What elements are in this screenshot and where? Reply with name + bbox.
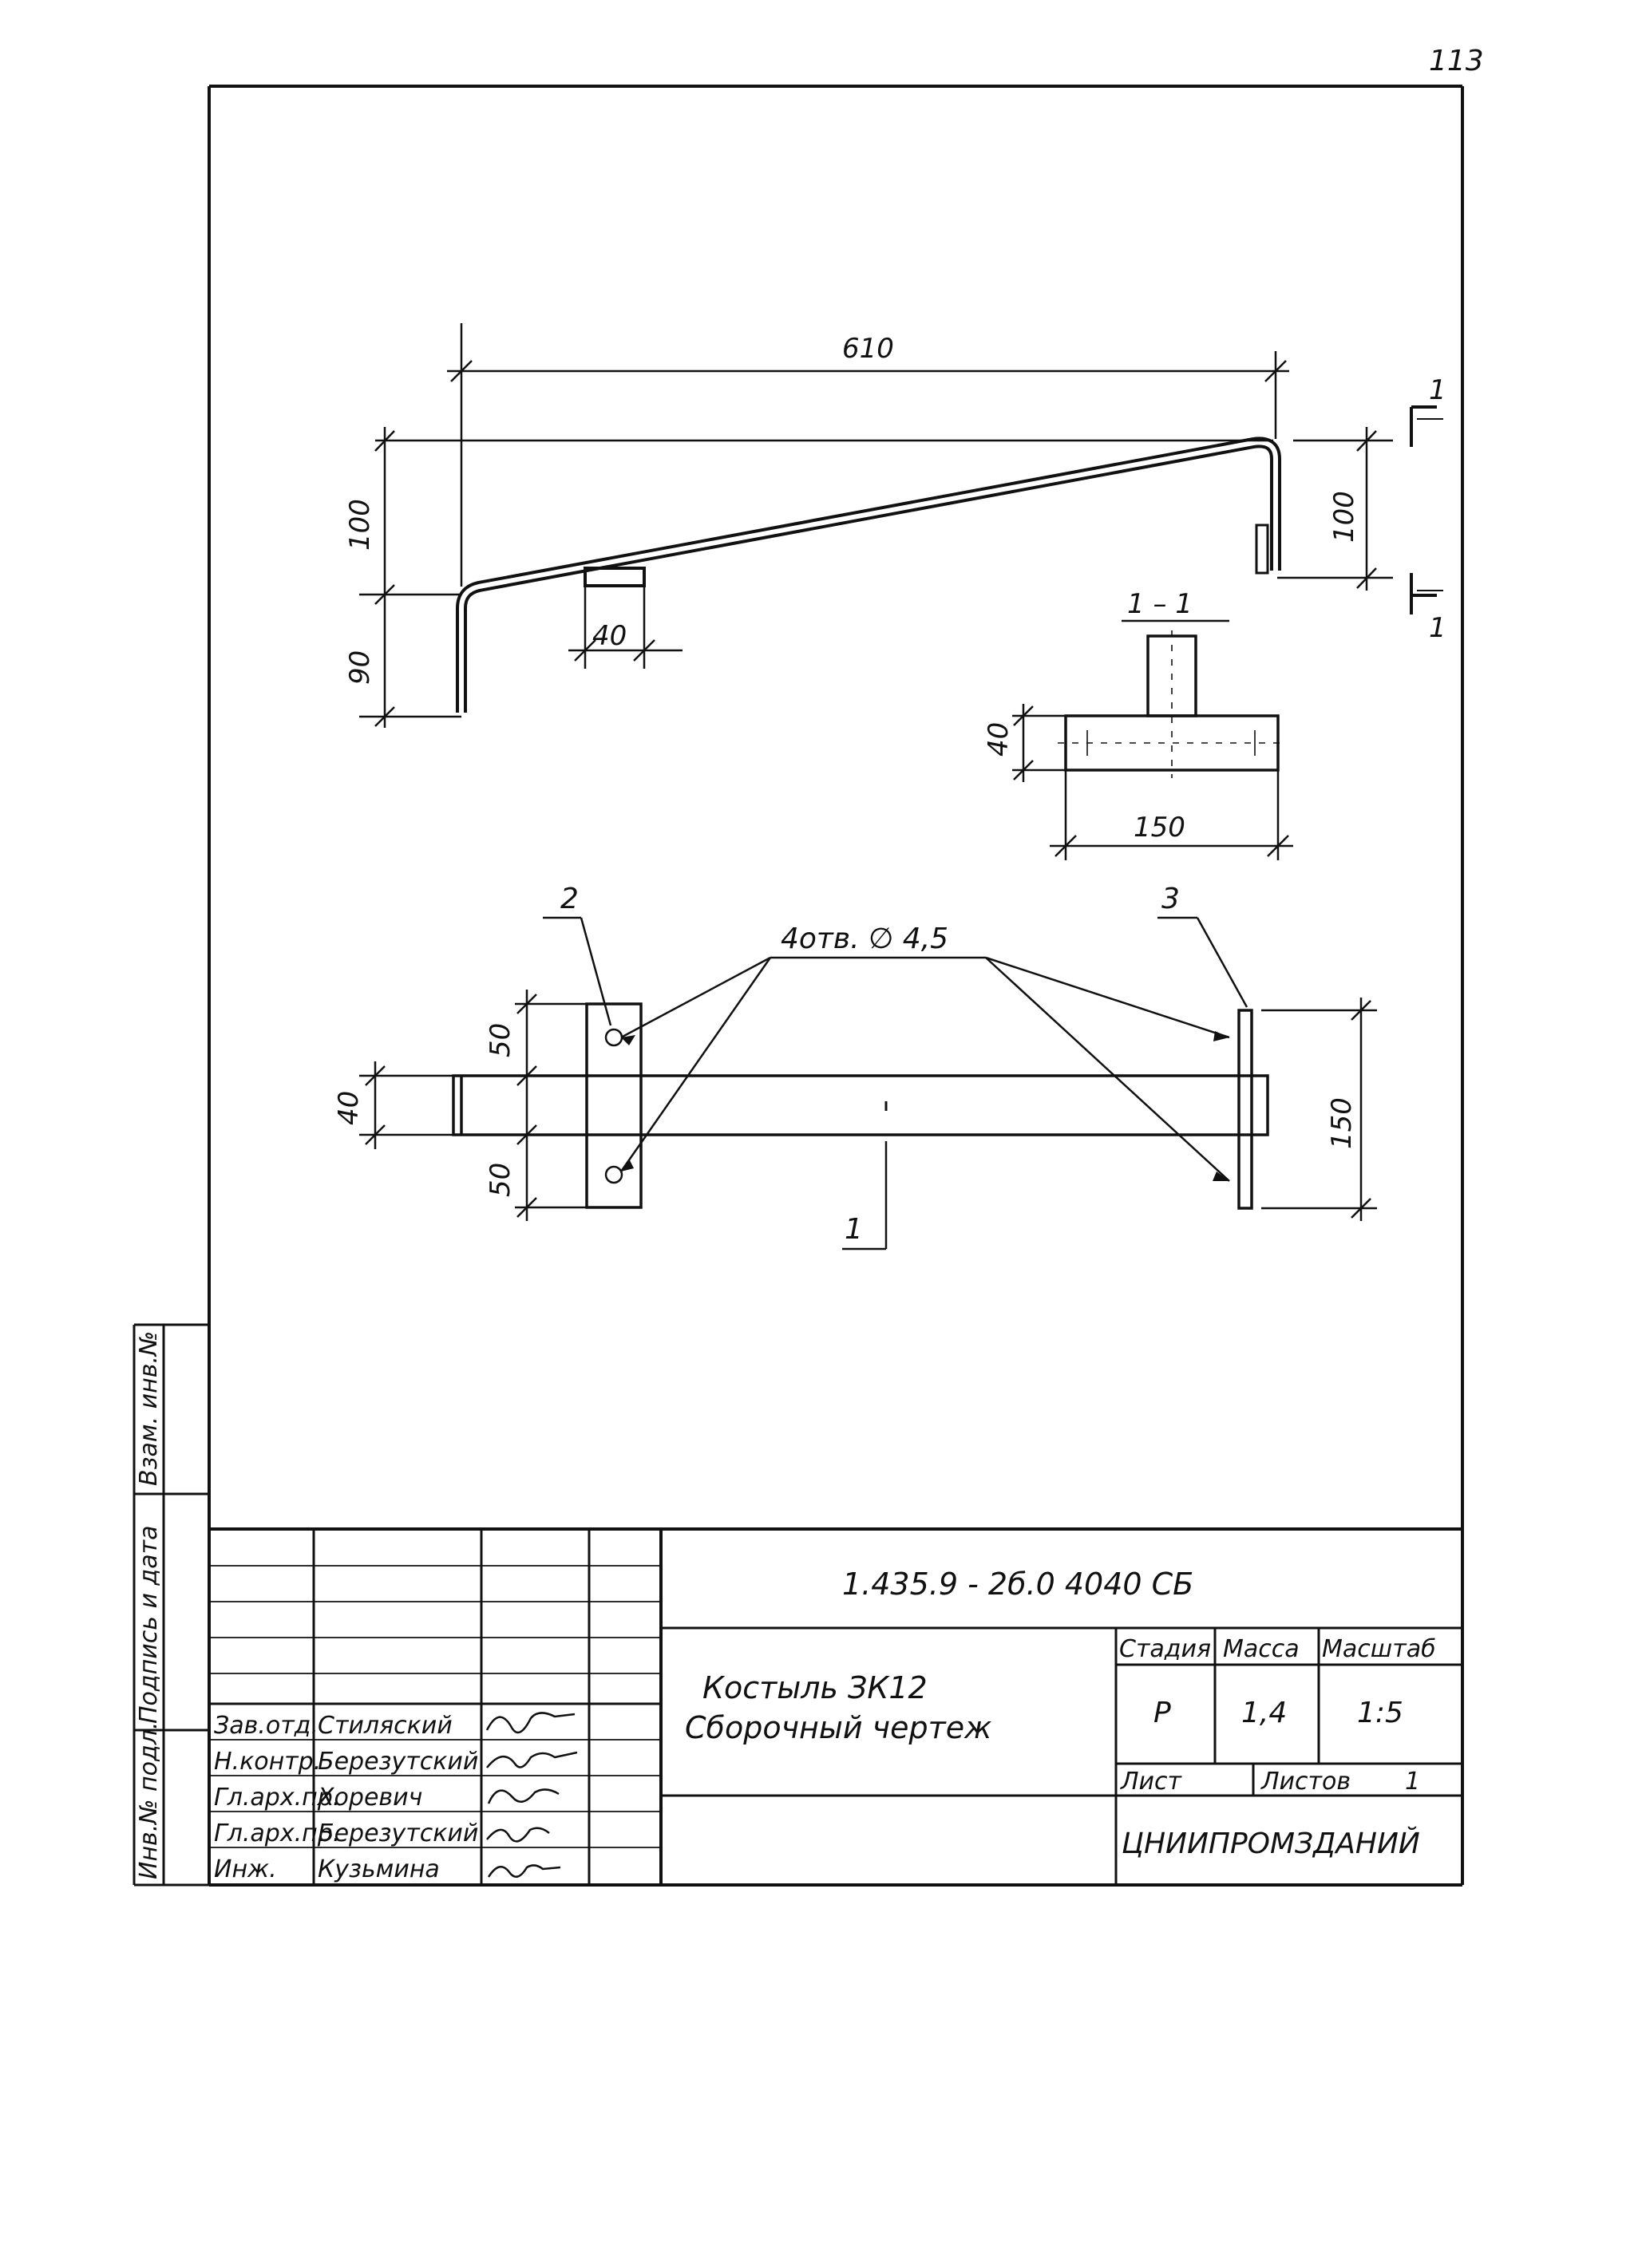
dimension-left-stack — [359, 427, 1273, 728]
plan-dim-top-label: 50 — [485, 1023, 516, 1057]
dim-length-label: 610 — [842, 333, 894, 365]
dimension-610 — [447, 323, 1289, 587]
scale-header: Масштаб — [1322, 1635, 1436, 1663]
side-field-signature-date: Подпись и дата — [135, 1526, 163, 1725]
callout-2: 2 — [560, 883, 579, 915]
section-width-label: 150 — [1134, 812, 1185, 844]
section-mark-bottom-label: 1 — [1429, 612, 1446, 644]
title-line-2: Сборочный чертеж — [685, 1710, 991, 1745]
sheet-label: Лист — [1120, 1768, 1183, 1796]
stage-value: Р — [1153, 1697, 1171, 1729]
plan-view: 2 3 4отв. ∅ 4,5 1 — [333, 883, 1377, 1251]
sheets-label: Листов — [1260, 1768, 1351, 1796]
organization: ЦНИИПРОМЗДАНИЙ — [1122, 1827, 1420, 1860]
dim-rise-left-label: 100 — [344, 499, 376, 551]
person-name: Березутский — [318, 1748, 478, 1776]
sheets-value: 1 — [1405, 1768, 1420, 1796]
holes-note: 4отв. ∅ 4,5 — [781, 923, 948, 955]
stage-header: Стадия — [1119, 1635, 1211, 1663]
section-1-1: 1 – 1 40 150 — [983, 588, 1293, 860]
person-name: Кузьмина — [318, 1855, 440, 1883]
end-plate-plan — [1237, 1009, 1253, 1210]
cross-plate-plan — [585, 1002, 643, 1209]
plan-dim-bottom-label: 50 — [485, 1163, 516, 1197]
scale-value: 1:5 — [1357, 1697, 1403, 1729]
title-line-1: Костыль ЗК12 — [702, 1670, 928, 1705]
person-role: Гл.арх.пр. — [214, 1820, 340, 1847]
person-name: Стиляский — [318, 1712, 453, 1740]
person-name: Хоревич — [316, 1784, 422, 1812]
side-field-inv-podl: Инв.№ подл. — [135, 1722, 163, 1879]
dimension-plate-40 — [568, 586, 683, 669]
section-marker-bottom — [1410, 573, 1443, 614]
person-role: Инж. — [214, 1855, 277, 1883]
title-block-grid — [209, 1527, 1462, 1885]
side-field-vzam-inv: Взам. инв.№ — [135, 1331, 163, 1486]
document-code: 1.435.9 - 2б.0 4040 СБ — [842, 1567, 1193, 1602]
sheet-frame — [208, 85, 1464, 1887]
person-role: Н.контр. — [214, 1748, 321, 1776]
signatures — [485, 1712, 578, 1878]
side-stamp — [133, 1323, 209, 1887]
dim-leg-label: 90 — [344, 650, 376, 685]
plan-dim-plate-label: 150 — [1326, 1097, 1358, 1149]
section-marker-top — [1410, 405, 1443, 447]
callout-1: 1 — [845, 1213, 863, 1246]
person-role: Зав.отд. — [214, 1712, 319, 1740]
bolt-hole-bottom — [604, 1165, 623, 1184]
elevation-view: 610 100 90 100 40 — [344, 323, 1446, 728]
support-plate-side — [584, 567, 646, 587]
main-bar-plan — [452, 1074, 1269, 1136]
section-height-label: 40 — [983, 722, 1015, 757]
section-mark-top-label: 1 — [1429, 374, 1446, 406]
dim-rise-right-label: 100 — [1328, 491, 1360, 543]
page-number: 113 — [1429, 45, 1484, 77]
person-role: Гл.арх.пр. — [214, 1784, 340, 1812]
mass-value: 1,4 — [1241, 1697, 1287, 1729]
dim-plate-label: 40 — [592, 620, 627, 652]
section-title: 1 – 1 — [1127, 588, 1193, 620]
people-table: Зав.отд. Стиляский Н.контр. Березутский … — [214, 1712, 478, 1883]
person-name: Березутский — [318, 1820, 478, 1847]
callout-3: 3 — [1161, 883, 1180, 915]
end-plate-side — [1255, 524, 1269, 575]
mass-header: Масса — [1223, 1635, 1300, 1663]
plan-dim-bar-label: 40 — [333, 1091, 365, 1125]
dimension-right-100 — [1277, 427, 1393, 591]
